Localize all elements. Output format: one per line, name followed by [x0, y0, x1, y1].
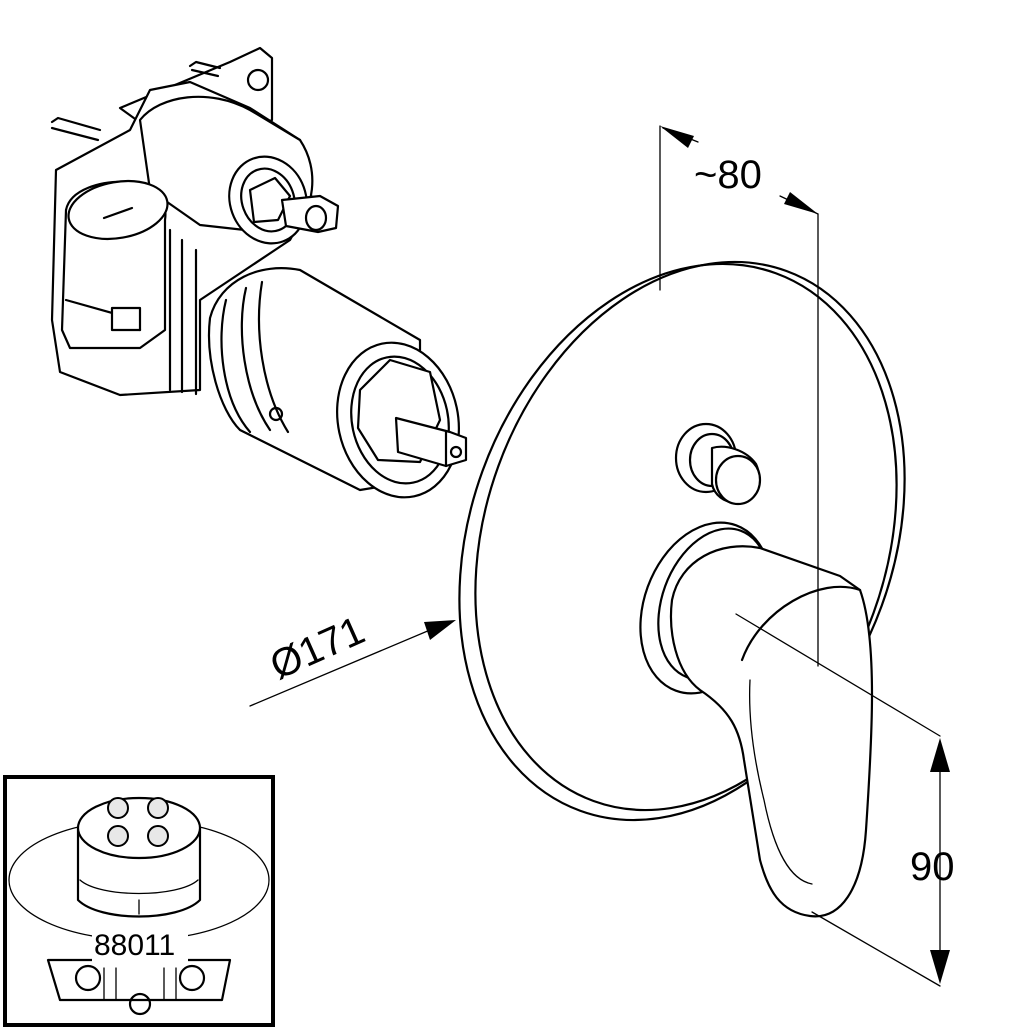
universal-rough-in-box-icon [8, 796, 270, 1016]
rough-in-valve-body-icon [50, 46, 468, 499]
rough-in-inset: 88011 [3, 775, 275, 1027]
lever-height-dimension: 90 [735, 613, 955, 987]
article-number: 88011 [94, 929, 175, 962]
diameter-dimension: Ø171 [249, 608, 456, 707]
lever-handle-icon [639, 521, 874, 918]
lever-height-label: 90 [910, 845, 955, 889]
depth-label: ~80 [694, 153, 762, 197]
diverter-knob-icon [674, 422, 762, 506]
diameter-label: Ø171 [264, 608, 371, 688]
depth-dimension: ~80 [659, 125, 819, 667]
